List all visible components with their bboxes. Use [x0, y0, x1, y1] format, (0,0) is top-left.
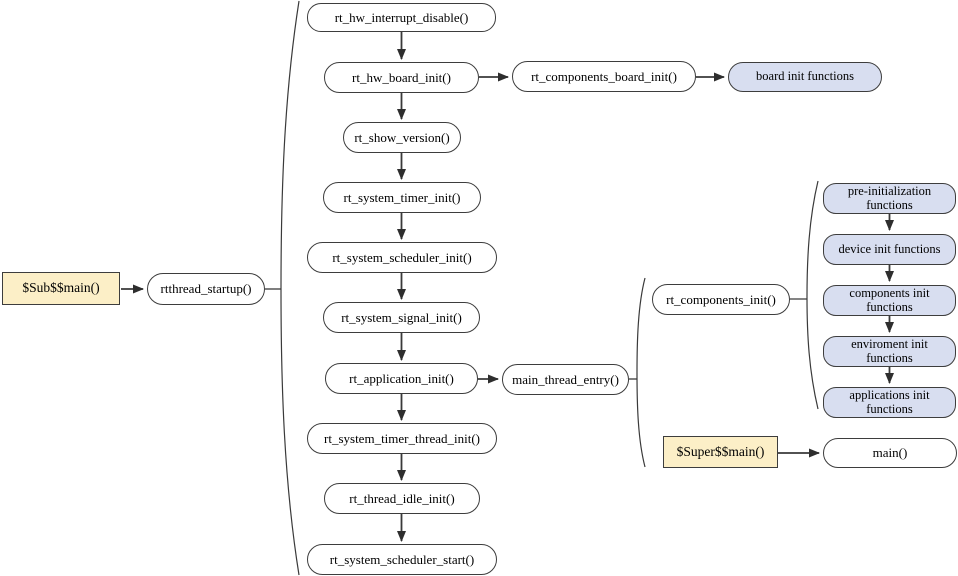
rt-system-timer-thread-init-node: rt_system_timer_thread_init() — [307, 423, 497, 454]
main-node: main() — [823, 438, 957, 468]
main-thread-entry-node: main_thread_entry() — [502, 364, 629, 395]
rt-hw-board-init-node: rt_hw_board_init() — [324, 62, 479, 93]
rt-application-init-node: rt_application_init() — [325, 363, 478, 394]
rtthread-startup-label: rtthread_startup() — [160, 281, 252, 297]
rt-system-timer-thread-init-label: rt_system_timer_thread_init() — [324, 430, 480, 446]
rt-components-board-init-label: rt_components_board_init() — [531, 68, 677, 84]
main-thread-entry-label: main_thread_entry() — [512, 371, 619, 387]
rt-system-scheduler-start-label: rt_system_scheduler_start() — [329, 551, 475, 567]
rt-application-init-label: rt_application_init() — [349, 370, 454, 386]
rt-system-timer-init-label: rt_system_timer_init() — [343, 189, 461, 205]
pre-initialization-functions-label: pre-initialization functions — [847, 184, 932, 212]
rt-system-scheduler-init-node: rt_system_scheduler_init() — [307, 242, 497, 273]
super-main-label: $Super$$main() — [676, 443, 765, 459]
rt-system-signal-init-label: rt_system_signal_init() — [341, 309, 462, 325]
pre-initialization-functions-node: pre-initialization functions — [823, 183, 956, 214]
enviroment-init-functions-label: enviroment init functions — [851, 337, 928, 365]
device-init-functions-node: device init functions — [823, 234, 956, 265]
rt-system-signal-init-node: rt_system_signal_init() — [323, 302, 480, 333]
rt-thread-idle-init-label: rt_thread_idle_init() — [349, 490, 455, 506]
bracket-compinit-group — [806, 180, 819, 410]
bracket-startup-group — [280, 0, 300, 576]
rt-show-version-label: rt_show_version() — [354, 129, 450, 145]
board-init-functions-node: board init functions — [728, 62, 882, 92]
rt-thread-idle-init-node: rt_thread_idle_init() — [324, 483, 480, 514]
rt-system-scheduler-start-node: rt_system_scheduler_start() — [307, 544, 497, 575]
rt-system-scheduler-init-label: rt_system_scheduler_init() — [332, 249, 472, 265]
rt-components-init-label: rt_components_init() — [666, 291, 776, 307]
device-init-functions-label: device init functions — [838, 241, 941, 256]
rt-hw-interrupt-disable-node: rt_hw_interrupt_disable() — [307, 3, 496, 32]
components-init-functions-label: components init functions — [849, 286, 930, 314]
rt-components-board-init-node: rt_components_board_init() — [512, 61, 696, 92]
board-init-functions-label: board init functions — [756, 69, 854, 84]
enviroment-init-functions-node: enviroment init functions — [823, 336, 956, 367]
sub-main-label: $Sub$$main() — [22, 280, 100, 296]
rt-components-init-node: rt_components_init() — [652, 284, 790, 315]
rt-system-timer-init-node: rt_system_timer_init() — [323, 182, 481, 213]
applications-init-functions-node: applications init functions — [823, 387, 956, 418]
rt-show-version-node: rt_show_version() — [343, 122, 461, 153]
rtthread-startup-node: rtthread_startup() — [147, 273, 265, 305]
super-main-box: $Super$$main() — [663, 436, 778, 468]
bracket-mainentry-group — [636, 277, 646, 468]
rt-hw-interrupt-disable-label: rt_hw_interrupt_disable() — [334, 9, 469, 25]
main-label: main() — [872, 445, 908, 461]
applications-init-functions-label: applications init functions — [849, 388, 930, 416]
sub-main-box: $Sub$$main() — [2, 272, 120, 305]
rt-hw-board-init-label: rt_hw_board_init() — [352, 69, 451, 85]
components-init-functions-node: components init functions — [823, 285, 956, 316]
